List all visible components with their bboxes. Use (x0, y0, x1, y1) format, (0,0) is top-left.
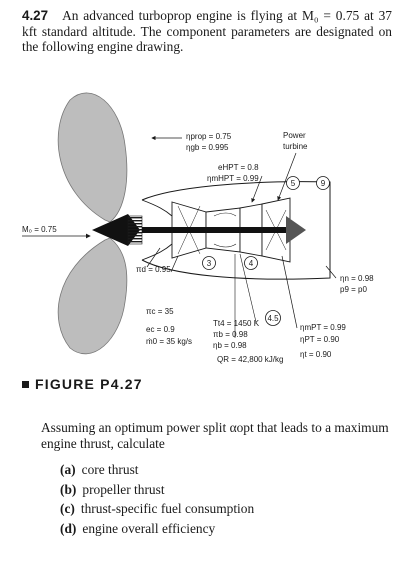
pi-c-label: πc = 35 (146, 307, 174, 316)
pi-d-label: πd = 0.95 (136, 265, 171, 274)
exhaust-cone (286, 216, 306, 244)
tt4-label: Tt4 = 1450 K (213, 319, 260, 328)
propeller-blade-lower (57, 237, 128, 355)
station-5-marker (286, 176, 300, 190)
question-parts: (a)core thrust (b)propeller thrust (c)th… (60, 460, 254, 538)
p9-label: p9 = p0 (340, 285, 367, 294)
problem-number: 4.27 (22, 8, 49, 23)
caption-text: FIGURE P4.27 (35, 376, 143, 392)
station-9-marker (316, 176, 330, 190)
qr-label: QR = 42,800 kJ/kg (217, 355, 283, 364)
part-item: (a)core thrust (60, 462, 139, 477)
part-item: (d)engine overall efficiency (60, 520, 216, 536)
station-45-label: 4.5 (267, 314, 279, 323)
station-45-marker (265, 310, 281, 326)
station-3-marker (202, 256, 216, 270)
question-text: Assuming an optimum power split αopt tha… (41, 420, 389, 451)
pi-b-label: πb = 0.98 (213, 330, 248, 339)
m0-label: ṁ0 = 35 kg/s (146, 337, 192, 346)
power-turbine-label: Power (283, 131, 306, 140)
eta-n-label: ηn = 0.98 (340, 274, 374, 283)
station-4-marker (244, 256, 258, 270)
ec-label: ec = 0.9 (146, 325, 175, 334)
part-item: (b)propeller thrust (60, 481, 165, 497)
propeller-blade-upper (57, 92, 128, 223)
eta-gb-label: ηgb = 0.995 (186, 143, 229, 152)
caption-square-icon (22, 381, 29, 388)
eta-b-label: ηb = 0.98 (213, 341, 247, 350)
station-5-label: 5 (291, 179, 296, 188)
mach-label: M₀ = 0.75 (22, 225, 57, 234)
e-hpt-label: eHPT = 0.8 (218, 163, 259, 172)
figure-caption: FIGURE P4.27 (22, 376, 143, 392)
station-3-label: 3 (207, 259, 212, 268)
eta-mpt-label: ηmPT = 0.99 (300, 323, 346, 332)
station-4-label: 4 (249, 259, 254, 268)
eta-mhpt-label: ηmHPT = 0.99 (207, 174, 259, 183)
shaft (142, 227, 290, 233)
station-9-label: 9 (321, 179, 326, 188)
inlet-lip (141, 199, 173, 261)
part-item: (c)thrust-specific fuel consumption (60, 501, 255, 516)
eta-t-label: ηt = 0.90 (300, 350, 332, 359)
problem-text: An advanced turboprop engine is flying a… (22, 8, 392, 54)
engine-drawing: 5 9 3 4 4.5 ηprop = 0.75 ηgb = 0.995 Pow… (22, 92, 374, 364)
power-turbine-label-line2: turbine (283, 142, 308, 151)
gearbox (127, 215, 143, 245)
eta-prop-label: ηprop = 0.75 (186, 132, 232, 141)
eta-pt-label: ηPT = 0.90 (300, 335, 340, 344)
